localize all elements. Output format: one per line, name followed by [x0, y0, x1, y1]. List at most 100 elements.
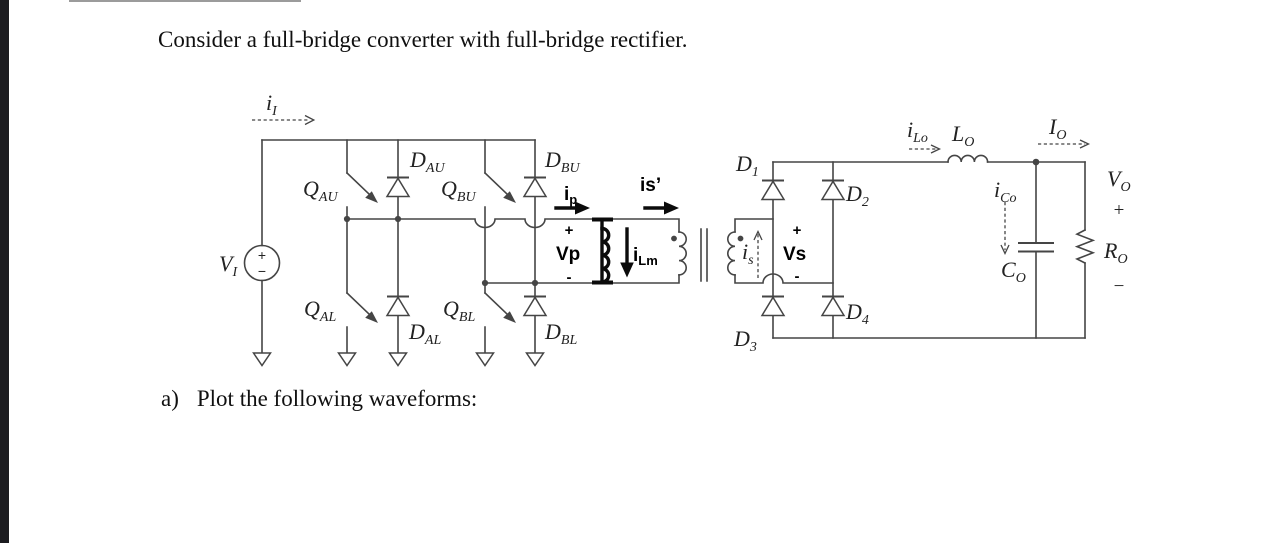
- label-is: is: [742, 239, 754, 268]
- label-d3: D3: [733, 326, 757, 355]
- qbu-arrowhead: [503, 191, 516, 203]
- dau-triangle-icon: [385, 176, 411, 198]
- label-ico: iCo: [994, 177, 1016, 206]
- phase-b-rail: [484, 274, 680, 284]
- qau-arrowhead: [365, 191, 378, 203]
- phase-a-rail: [346, 218, 680, 233]
- input-source: + − VI: [219, 139, 281, 354]
- label-qau: QAU: [303, 176, 338, 205]
- ground-arrow-icon: [252, 352, 272, 367]
- qbu-blade: [483, 171, 509, 196]
- ip-arrowhead: [575, 201, 590, 215]
- label-is-prime: is’: [640, 175, 661, 196]
- qbl-arrowhead: [503, 311, 516, 323]
- core-lines-icon: [700, 228, 708, 282]
- qbl-blade: [483, 291, 509, 316]
- label-vi: VI: [219, 251, 238, 280]
- question-text: Plot the following waveforms:: [196, 386, 478, 411]
- label-d4: D4: [845, 299, 869, 328]
- label-ii: iI: [266, 90, 278, 119]
- label-lo: LO: [951, 121, 974, 150]
- ilm-arrowhead: [620, 262, 634, 278]
- label-dau: DAU: [409, 147, 445, 176]
- switch-qau: QAU: [303, 139, 378, 220]
- dal-triangle-icon: [385, 295, 411, 317]
- ground-arrows: [252, 352, 545, 367]
- problem-statement: Consider a full-bridge converter with fu…: [158, 27, 688, 52]
- window-edge-bar: [0, 0, 9, 543]
- qal-blade: [345, 291, 371, 316]
- diode-dbu: DBU: [522, 139, 580, 284]
- source-minus-sign: −: [258, 263, 266, 279]
- label-co: CO: [1001, 257, 1026, 286]
- dbl-triangle-icon: [522, 295, 548, 317]
- primary-winding-icon: [678, 231, 687, 276]
- vo-minus-sign: −: [1114, 276, 1125, 297]
- ground-arrow-icon: [337, 352, 357, 367]
- ground-arrow-icon: [388, 352, 408, 367]
- transformer: is’ is: [640, 175, 834, 284]
- is-prime-arrowhead: [664, 201, 679, 215]
- source-plus-sign: +: [258, 247, 266, 263]
- window-top-border: [69, 0, 301, 2]
- question-line: a) Plot the following waveforms:: [161, 386, 477, 412]
- label-io: IO: [1048, 114, 1066, 143]
- d2-triangle-icon: [820, 179, 846, 201]
- ico-arrowhead: [1000, 244, 1010, 256]
- label-vs: Vs: [783, 244, 806, 265]
- switch-qal: QAL: [304, 218, 378, 354]
- junction-dots: [343, 158, 1040, 287]
- d4-triangle-icon: [820, 295, 846, 317]
- qau-blade: [345, 171, 371, 196]
- label-ro: RO: [1103, 238, 1128, 267]
- secondary-top-wire: [734, 218, 774, 233]
- label-vo: VO: [1107, 166, 1131, 195]
- ground-arrow-icon: [475, 352, 495, 367]
- qal-arrowhead: [365, 311, 378, 323]
- diode-dau: DAU: [385, 139, 445, 220]
- resistor-zigzag-icon: [1074, 228, 1096, 265]
- label-qbl: QBL: [443, 296, 475, 325]
- switch-qbu: QBU: [441, 139, 516, 284]
- lo-coil-icon: [947, 154, 989, 163]
- d1-triangle-icon: [760, 179, 786, 201]
- vs-plus-sign: +: [793, 222, 802, 239]
- label-d2: D2: [845, 181, 869, 210]
- output-filter: iLo LO IO iCo CO RO VO + −: [772, 114, 1131, 339]
- vs-minus-sign: -: [795, 268, 800, 285]
- ground-arrow-icon: [525, 352, 545, 367]
- label-qal: QAL: [304, 296, 336, 325]
- label-qbu: QBU: [441, 176, 476, 205]
- voltage-source-icon: [243, 244, 281, 282]
- diode-dbl: DBL: [522, 282, 577, 354]
- magnetizing-inductor: iLm: [592, 217, 658, 285]
- label-vp: Vp: [556, 244, 580, 265]
- label-ilm: iLm: [633, 245, 658, 268]
- secondary-polarity-dot: [737, 235, 744, 242]
- ilo-arrowhead: [930, 144, 942, 154]
- secondary-bottom-wire: [734, 273, 834, 284]
- label-ilo: iLo: [907, 117, 928, 146]
- d3-triangle-icon: [760, 295, 786, 317]
- current-ii-arrow: iI: [252, 90, 316, 126]
- vp-minus-sign: -: [567, 269, 572, 286]
- vp-plus-sign: +: [565, 222, 574, 239]
- ii-arrowhead: [304, 114, 316, 126]
- primary-polarity-dot: [671, 235, 677, 242]
- vo-plus-sign: +: [1114, 200, 1125, 221]
- is-arrowhead: [753, 229, 763, 241]
- question-prefix: a): [161, 386, 179, 411]
- io-arrowhead: [1079, 139, 1091, 149]
- capacitor-plates-icon: [1018, 242, 1054, 253]
- label-d1: D1: [735, 151, 759, 180]
- label-ip: ip: [564, 184, 577, 207]
- rectifier-bridge: D1 D2 D3 D4 + Vs -: [733, 151, 869, 355]
- lm-coil-icon: [600, 226, 611, 284]
- secondary-winding-icon: [727, 231, 736, 276]
- diode-dal: DAL: [385, 218, 441, 354]
- dbu-triangle-icon: [522, 176, 548, 198]
- switch-qbl: QBL: [443, 282, 516, 354]
- label-dal: DAL: [408, 319, 441, 348]
- label-dbl: DBL: [544, 319, 577, 348]
